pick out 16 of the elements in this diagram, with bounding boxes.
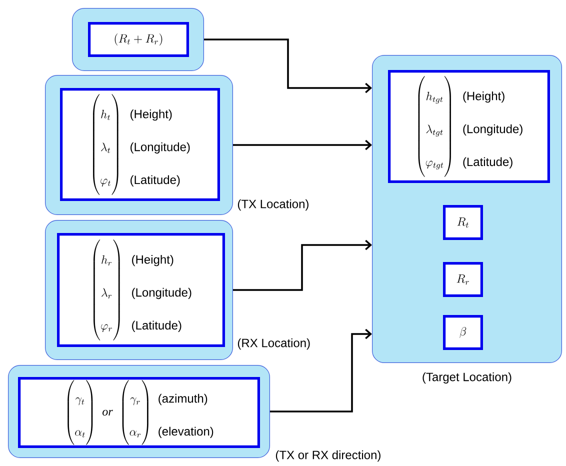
formula-box: $\begin{pmatrix}h_{tgt}\\ \lambda_{tgt}\\ \varphi_{tgt}\end{pmatrix}$ (Height) (Longitude) (Latitude)	[388, 70, 550, 183]
formula-box: $\beta$	[443, 315, 483, 350]
arrow	[270, 328, 372, 412]
formula-box: $R_t$	[443, 205, 483, 240]
caption-label: (Target Location)	[422, 372, 512, 384]
arrow	[204, 38, 372, 94]
caption-label: (TX or RX direction)	[276, 450, 380, 462]
formula-box: $(R_t + R_r)$	[88, 22, 189, 57]
formula-box: $R_r$	[443, 262, 483, 297]
arrow	[233, 140, 372, 150]
caption-label: (TX Location)	[238, 199, 308, 211]
formula-box: $\begin{pmatrix}h_r\\ \lambda_r\\ \varphi_r\end{pmatrix}$ (Height) (Longitude) (Latitude)	[57, 233, 225, 347]
caption-label: (RX Location)	[238, 338, 310, 350]
formula-box: $\begin{pmatrix}h_t\\ \lambda_t\\ \varphi_t\end{pmatrix}$ (Height) (Longitude) (Latitude)	[60, 88, 220, 201]
formula-box: $\begin{pmatrix}\gamma_t\\ \alpha_t\end{pmatrix}$ or $\begin{pmatrix}\gamma_r\\ \alpha_r\end{pmatrix}$ (azimuth) (elevation)	[18, 377, 260, 448]
arrow	[233, 240, 372, 291]
